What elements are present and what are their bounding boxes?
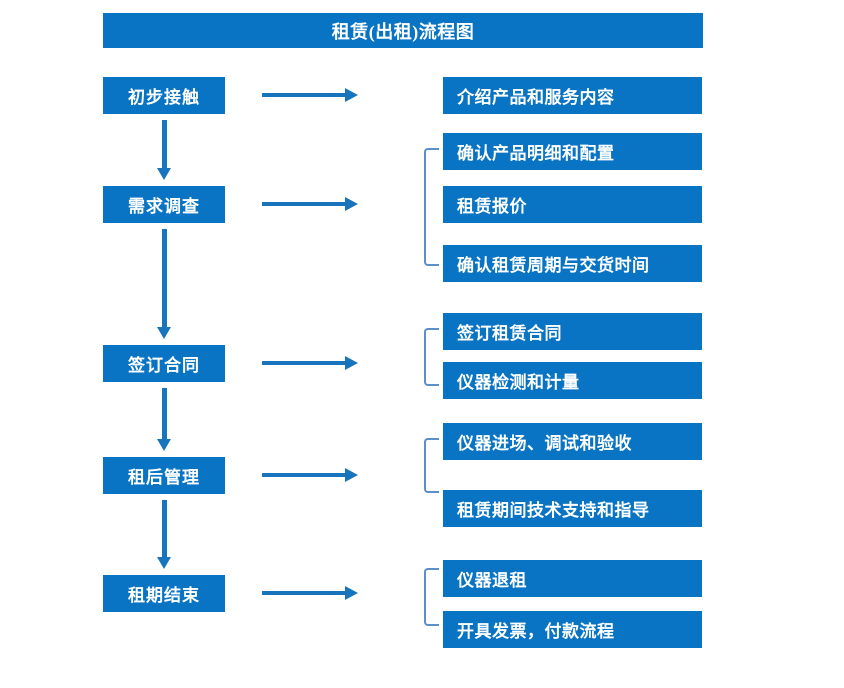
arrow-head-icon — [157, 557, 171, 569]
arrow-shaft — [162, 500, 167, 557]
arrow-head-icon — [345, 586, 358, 600]
detail-box-confirm-product-spec[interactable]: 确认产品明细和配置 — [443, 133, 702, 170]
arrow-shaft — [162, 120, 167, 168]
detail-box-rental-quotation[interactable]: 租赁报价 — [443, 186, 702, 223]
horizontal-arrow-3 — [262, 356, 358, 370]
vertical-arrow-4 — [157, 500, 171, 569]
arrow-shaft — [162, 388, 167, 439]
stage-box-post-rental-mgmt[interactable]: 租后管理 — [103, 457, 225, 494]
horizontal-arrow-2 — [262, 197, 358, 211]
arrow-head-icon — [345, 88, 358, 102]
arrow-head-icon — [157, 439, 171, 451]
group-bracket-sign-contract — [424, 328, 439, 386]
horizontal-arrow-1 — [262, 88, 358, 102]
horizontal-arrow-5 — [262, 586, 358, 600]
page-title: 租赁(出租)流程图 — [103, 13, 703, 48]
group-bracket-post-rental-mgmt — [424, 438, 439, 493]
arrow-shaft — [262, 93, 346, 97]
stage-box-initial-contact[interactable]: 初步接触 — [103, 77, 225, 114]
detail-box-instrument-return[interactable]: 仪器退租 — [443, 560, 702, 597]
arrow-head-icon — [157, 327, 171, 339]
arrow-head-icon — [345, 356, 358, 370]
group-bracket-needs-survey — [424, 148, 439, 266]
detail-box-invoice-payment-process[interactable]: 开具发票，付款流程 — [443, 611, 702, 648]
arrow-head-icon — [345, 197, 358, 211]
arrow-shaft — [262, 361, 346, 365]
stage-box-rental-end[interactable]: 租期结束 — [103, 575, 225, 612]
detail-box-instrument-entry-commission[interactable]: 仪器进场、调试和验收 — [443, 423, 702, 460]
arrow-shaft — [162, 229, 167, 327]
arrow-shaft — [262, 591, 346, 595]
horizontal-arrow-4 — [262, 468, 358, 482]
vertical-arrow-2 — [157, 229, 171, 339]
group-bracket-rental-end — [424, 568, 439, 626]
arrow-head-icon — [345, 468, 358, 482]
arrow-shaft — [262, 202, 346, 206]
detail-box-tech-support-guidance[interactable]: 租赁期间技术支持和指导 — [443, 490, 702, 527]
arrow-head-icon — [157, 168, 171, 180]
stage-box-needs-survey[interactable]: 需求调查 — [103, 186, 225, 223]
stage-box-sign-contract[interactable]: 签订合同 — [103, 345, 225, 382]
detail-box-sign-rental-contract[interactable]: 签订租赁合同 — [443, 313, 702, 350]
vertical-arrow-3 — [157, 388, 171, 451]
detail-box-intro-products-services[interactable]: 介绍产品和服务内容 — [443, 77, 702, 114]
detail-box-confirm-period-delivery[interactable]: 确认租赁周期与交货时间 — [443, 245, 702, 282]
arrow-shaft — [262, 473, 346, 477]
detail-box-instrument-inspection[interactable]: 仪器检测和计量 — [443, 362, 702, 399]
vertical-arrow-1 — [157, 120, 171, 180]
